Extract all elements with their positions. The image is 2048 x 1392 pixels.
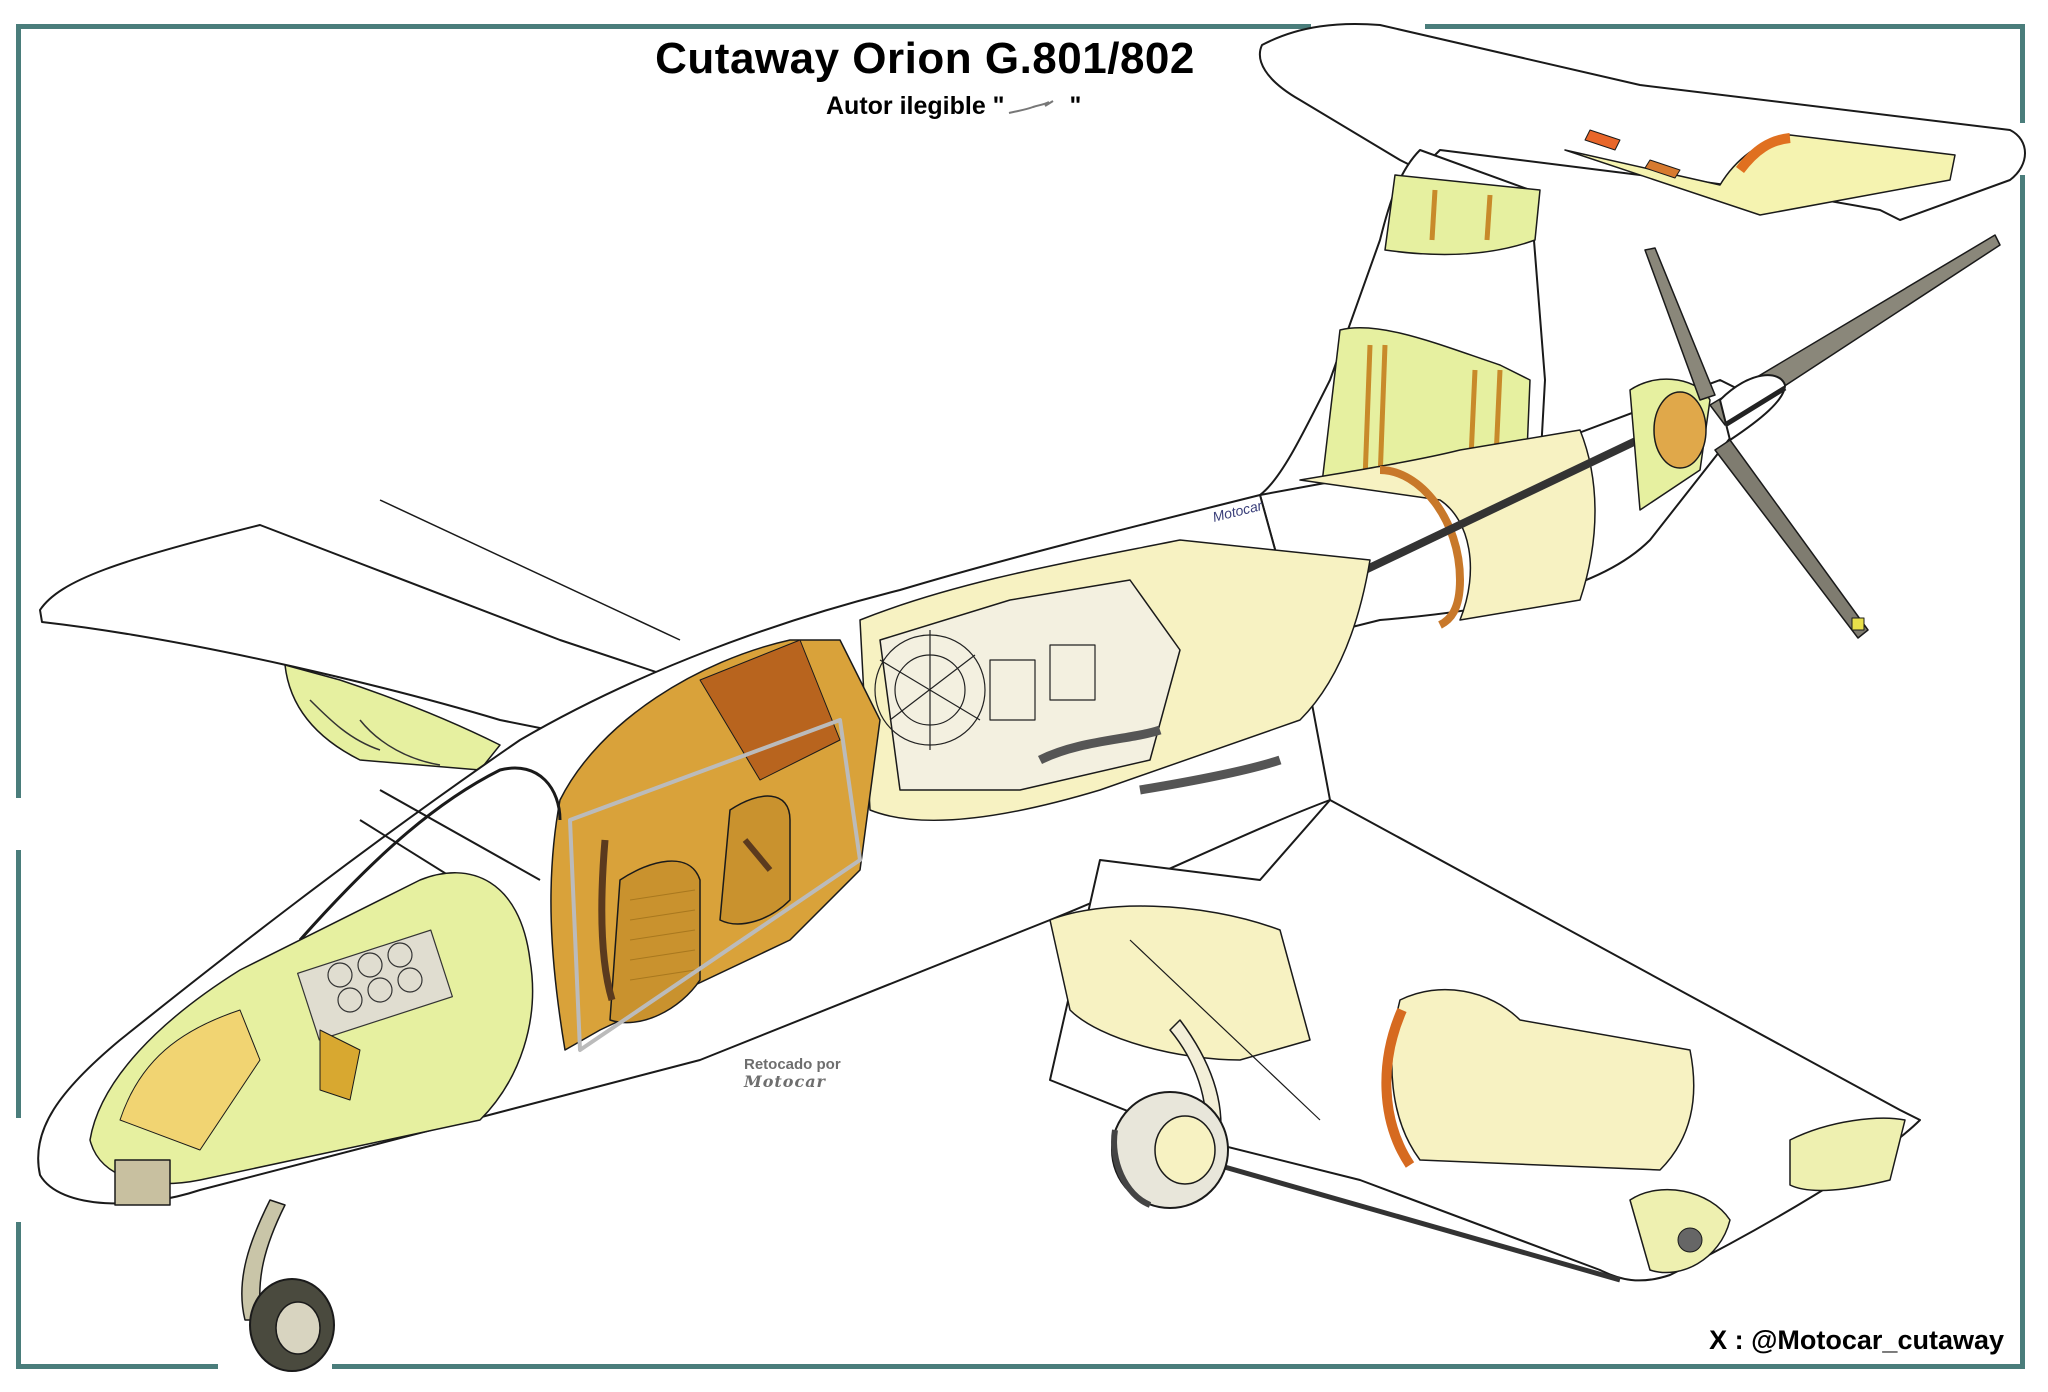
social-handle: X : @Motocar_cutaway xyxy=(1709,1325,2004,1355)
page-subtitle: Autor ilegible " " xyxy=(826,92,1081,121)
signature-scribble-icon xyxy=(1008,100,1054,115)
retouch-credit: Retocado por Motocar xyxy=(744,1056,841,1090)
page-title: Cutaway Orion G.801/802 xyxy=(655,34,1195,83)
frame-left-lower xyxy=(16,1222,21,1369)
propeller-hub-flange xyxy=(1653,391,1707,469)
propeller-blade-lower xyxy=(1714,439,1869,639)
frame-bottom-right xyxy=(332,1364,2025,1369)
frame-bottom-left xyxy=(16,1364,218,1369)
frame-left-middle xyxy=(16,850,21,1118)
propeller-blade-upper xyxy=(1709,234,2001,426)
propeller-blade-back xyxy=(1644,247,1716,401)
left-wing xyxy=(39,524,741,761)
canopy-frame xyxy=(298,766,562,941)
seat-rear xyxy=(719,795,791,925)
frame-right-lower xyxy=(2020,175,2025,1369)
retouch-label: Retocado por xyxy=(744,1056,841,1073)
frame-top-left xyxy=(16,24,1311,29)
frame-top-right xyxy=(1425,24,2025,29)
battery-box xyxy=(114,1159,171,1206)
frame-right-upper xyxy=(2020,24,2025,123)
frame-left-upper xyxy=(16,24,21,798)
subtitle-close: " xyxy=(1062,92,1082,120)
door-frame xyxy=(568,718,862,1052)
subtitle-text: Autor ilegible " xyxy=(826,92,1005,120)
retouch-name: Motocar xyxy=(744,1072,826,1091)
